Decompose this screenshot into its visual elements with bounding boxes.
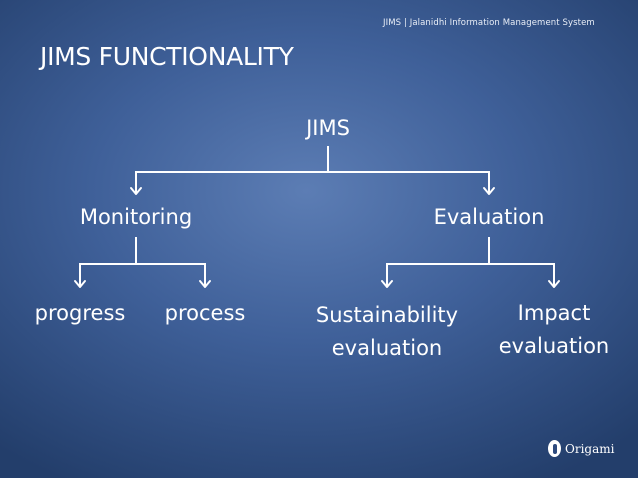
brand-logo: Origami [548,440,614,457]
node-sustainability-line1: Sustainability [315,303,459,327]
origami-logo-icon [548,440,561,457]
node-monitoring: Monitoring [79,205,193,229]
arrowhead-impact [548,280,560,288]
header-tagline: JIMS | Jalanidhi Information Management … [383,18,595,28]
brand-name: Origami [565,441,615,456]
node-impact-evaluation: Impact evaluation [484,297,624,363]
node-jims: JIMS [306,116,350,140]
arrowhead-evaluation [483,187,495,195]
node-sustainability-evaluation: Sustainability evaluation [297,299,477,365]
node-progress: progress [34,301,126,325]
node-process: process [164,301,246,325]
node-sustainability-line2: evaluation [331,336,443,360]
slide-title: JIMS FUNCTIONALITY [40,42,294,71]
arrowhead-monitoring [130,187,142,195]
arrowhead-progress [74,280,86,288]
node-impact-line1: Impact [517,301,591,325]
node-impact-line2: evaluation [498,334,610,358]
node-evaluation: Evaluation [433,205,545,229]
arrowhead-sustainability [381,280,393,288]
arrowhead-process [199,280,211,288]
